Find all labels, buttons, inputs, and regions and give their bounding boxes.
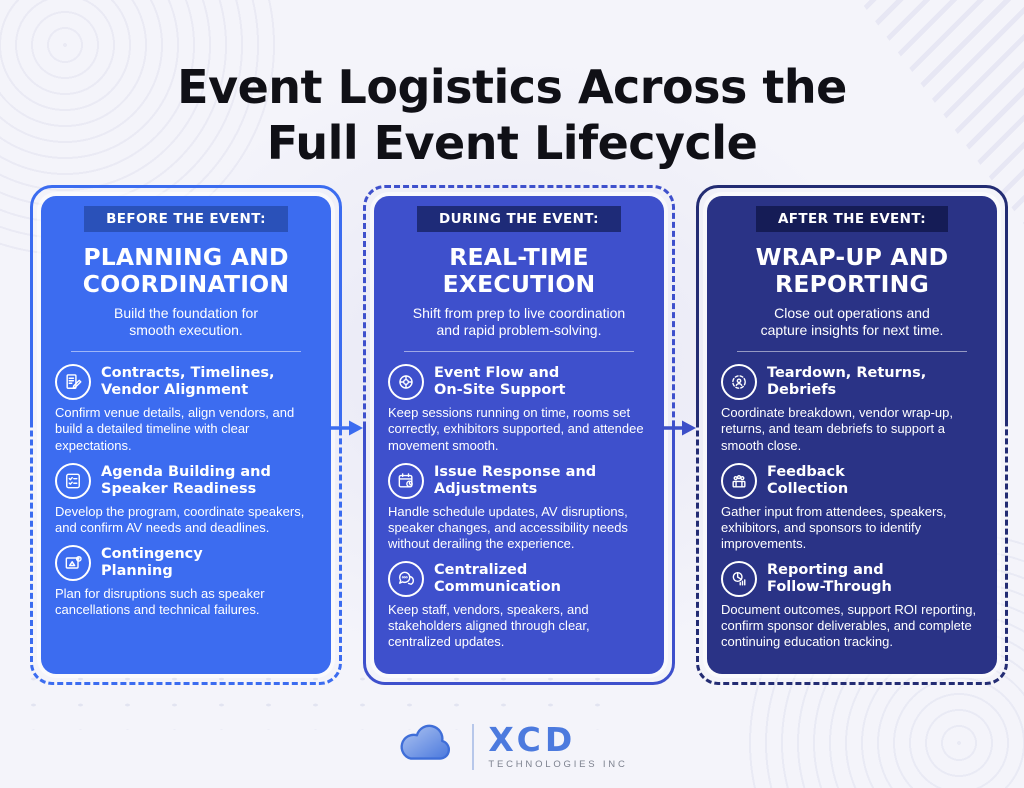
phase-heading: PLANNING AND COORDINATION (82, 243, 290, 299)
phase-badge: BEFORE THE EVENT: (84, 206, 288, 232)
column-outline (363, 425, 675, 685)
footer-logo: XCD TECHNOLOGIES INC (0, 721, 1024, 772)
contract-document-icon (55, 364, 91, 401)
list-item: Agenda Building and Speaker Readiness De… (55, 462, 317, 536)
agenda-checklist-icon (55, 462, 91, 499)
section-title: Feedback Collection (767, 463, 849, 497)
brand-name: XCD (488, 720, 577, 760)
column-outline (696, 185, 1008, 425)
during-event-card: DURING THE EVENT: REAL-TIME EXECUTION Sh… (374, 196, 664, 674)
communication-chat-icon (388, 560, 424, 597)
phase-subtitle: Close out operations and capture insight… (760, 304, 944, 339)
phase-subtitle: Shift from prep to live coordination and… (412, 304, 626, 339)
issue-calendar-icon (388, 462, 424, 499)
list-item: Feedback Collection Gather input from at… (721, 462, 983, 552)
section-body: Keep sessions running on time, rooms set… (388, 405, 644, 453)
section-title: Event Flow and On-Site Support (434, 365, 566, 399)
after-event-card: AFTER THE EVENT: WRAP-UP AND REPORTING C… (707, 196, 997, 674)
section-body: Plan for disruptions such as speaker can… (55, 585, 265, 617)
section-title: Contracts, Timelines, Vendor Alignment (101, 365, 275, 399)
contingency-alert-icon (55, 544, 91, 581)
section-title: Teardown, Returns, Debriefs (767, 365, 927, 399)
phase-badge: DURING THE EVENT: (417, 206, 621, 232)
logo-divider (472, 723, 475, 770)
brand-subtitle: TECHNOLOGIES INC (488, 759, 628, 771)
phase-subtitle: Build the foundation for smooth executio… (114, 304, 258, 339)
column-after-event: AFTER THE EVENT: WRAP-UP AND REPORTING C… (696, 185, 1008, 685)
section-title: Contingency Planning (101, 545, 203, 579)
arrow-right-icon (662, 419, 696, 437)
section-body: Document outcomes, support ROI reporting… (721, 601, 977, 650)
section-body: Gather input from attendees, speakers, e… (721, 503, 947, 551)
list-item: Contingency Planning Plan for disruption… (55, 544, 317, 618)
phase-heading: REAL-TIME EXECUTION (442, 243, 596, 299)
divider (70, 351, 302, 353)
section-title: Centralized Communication (434, 561, 562, 595)
section-body: Keep staff, vendors, speakers, and stake… (388, 601, 590, 650)
list-item: Reporting and Follow-Through Document ou… (721, 560, 983, 650)
phase-badge: AFTER THE EVENT: (755, 206, 949, 232)
section-body: Confirm venue details, align vendors, an… (55, 405, 295, 453)
feedback-collection-icon (721, 462, 757, 499)
section-title: Issue Response and Adjustments (434, 463, 597, 497)
teardown-debrief-icon (721, 364, 757, 401)
before-event-card: BEFORE THE EVENT: PLANNING AND COORDINAT… (41, 196, 331, 674)
divider (403, 351, 635, 353)
list-item: Event Flow and On-Site Support Keep sess… (388, 364, 650, 453)
section-body: Handle schedule updates, AV disruptions,… (388, 503, 628, 551)
list-item: Centralized Communication Keep staff, ve… (388, 560, 650, 650)
page-title: Event Logistics Across the Full Event Li… (177, 59, 847, 170)
column-outline-dashed (363, 185, 675, 425)
column-before-event: BEFORE THE EVENT: PLANNING AND COORDINAT… (30, 185, 342, 685)
column-outline-dashed (696, 425, 1008, 685)
list-item: Issue Response and Adjustments Handle sc… (388, 462, 650, 552)
arrow-right-icon (329, 419, 363, 437)
column-during-event: DURING THE EVENT: REAL-TIME EXECUTION Sh… (363, 185, 675, 685)
divider (736, 351, 968, 353)
section-body: Coordinate breakdown, vendor wrap-up, re… (721, 405, 953, 453)
column-outline (30, 185, 342, 425)
section-title: Agenda Building and Speaker Readiness (101, 463, 271, 497)
reporting-chart-icon (721, 560, 757, 597)
section-body: Develop the program, coordinate speakers… (55, 503, 305, 535)
list-item: Teardown, Returns, Debriefs Coordinate b… (721, 364, 983, 453)
column-outline-dashed (30, 425, 342, 685)
list-item: Contracts, Timelines, Vendor Alignment C… (55, 364, 317, 453)
onsite-support-icon (388, 364, 424, 401)
section-title: Reporting and Follow-Through (767, 561, 892, 595)
phase-heading: WRAP-UP AND REPORTING (755, 243, 949, 299)
cloud-icon (396, 721, 458, 772)
